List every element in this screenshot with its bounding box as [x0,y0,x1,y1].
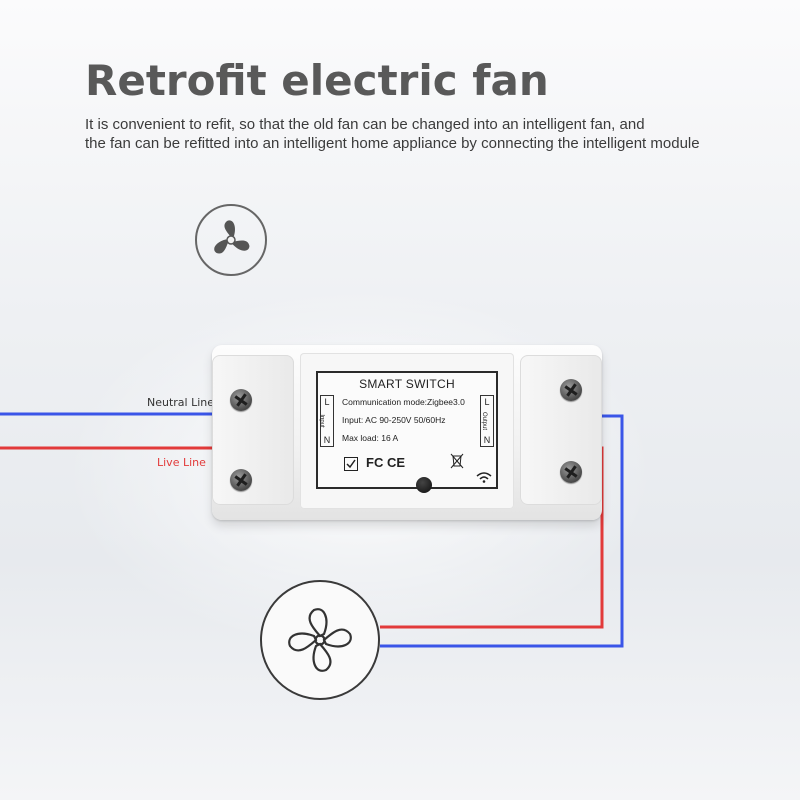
device-panel: SMART SWITCH Communication mode:Zigbee3.… [300,353,514,509]
neutral-wire-out [380,414,624,648]
input-terminal-l: L [324,397,330,407]
output-terminal-n: N [483,435,491,445]
input-terminal-caption: Input [318,414,325,428]
input-terminal: L Input N [318,395,334,447]
screw-icon [230,389,252,411]
output-terminal-l: L [484,397,490,407]
subtitle-line-1: It is convenient to refit, so that the o… [85,116,645,133]
device-label-title: SMART SWITCH [359,377,455,391]
input-clamp [212,355,294,505]
screw-icon [560,379,582,401]
screw-icon [560,461,582,483]
rohs-icon [344,457,358,471]
output-terminal-caption: Output [481,411,488,431]
fan-icon [214,220,250,254]
device-spec-max-load: Max load: 16 A [342,433,399,443]
fan-icon-top [195,204,267,276]
pairing-button[interactable] [416,477,432,493]
neutral-line-label: Neutral Line [147,396,215,409]
device-spec-input: Input: AC 90-250V 50/60Hz [342,415,446,425]
output-clamp [520,355,602,505]
device-spec-communication: Communication mode:Zigbee3.0 [342,397,465,407]
wifi-icon [476,472,492,483]
output-terminal: L Output N [480,395,494,447]
subtitle-line-2: the fan can be refitted into an intellig… [85,135,700,152]
screw-icon [230,469,252,491]
smart-switch-device: SMART SWITCH Communication mode:Zigbee3.… [212,345,602,520]
live-line-label: Live Line [157,456,206,469]
fan-icon [288,608,352,672]
page-title: Retrofit electric fan [85,56,549,105]
certification-marks: FC CE [366,455,405,470]
input-terminal-n: N [323,435,331,445]
page-subtitle: It is convenient to refit, so that the o… [85,115,785,153]
weee-bin-icon [450,453,464,469]
device-label: SMART SWITCH Communication mode:Zigbee3.… [316,371,498,489]
fan-icon-bottom [260,580,380,700]
